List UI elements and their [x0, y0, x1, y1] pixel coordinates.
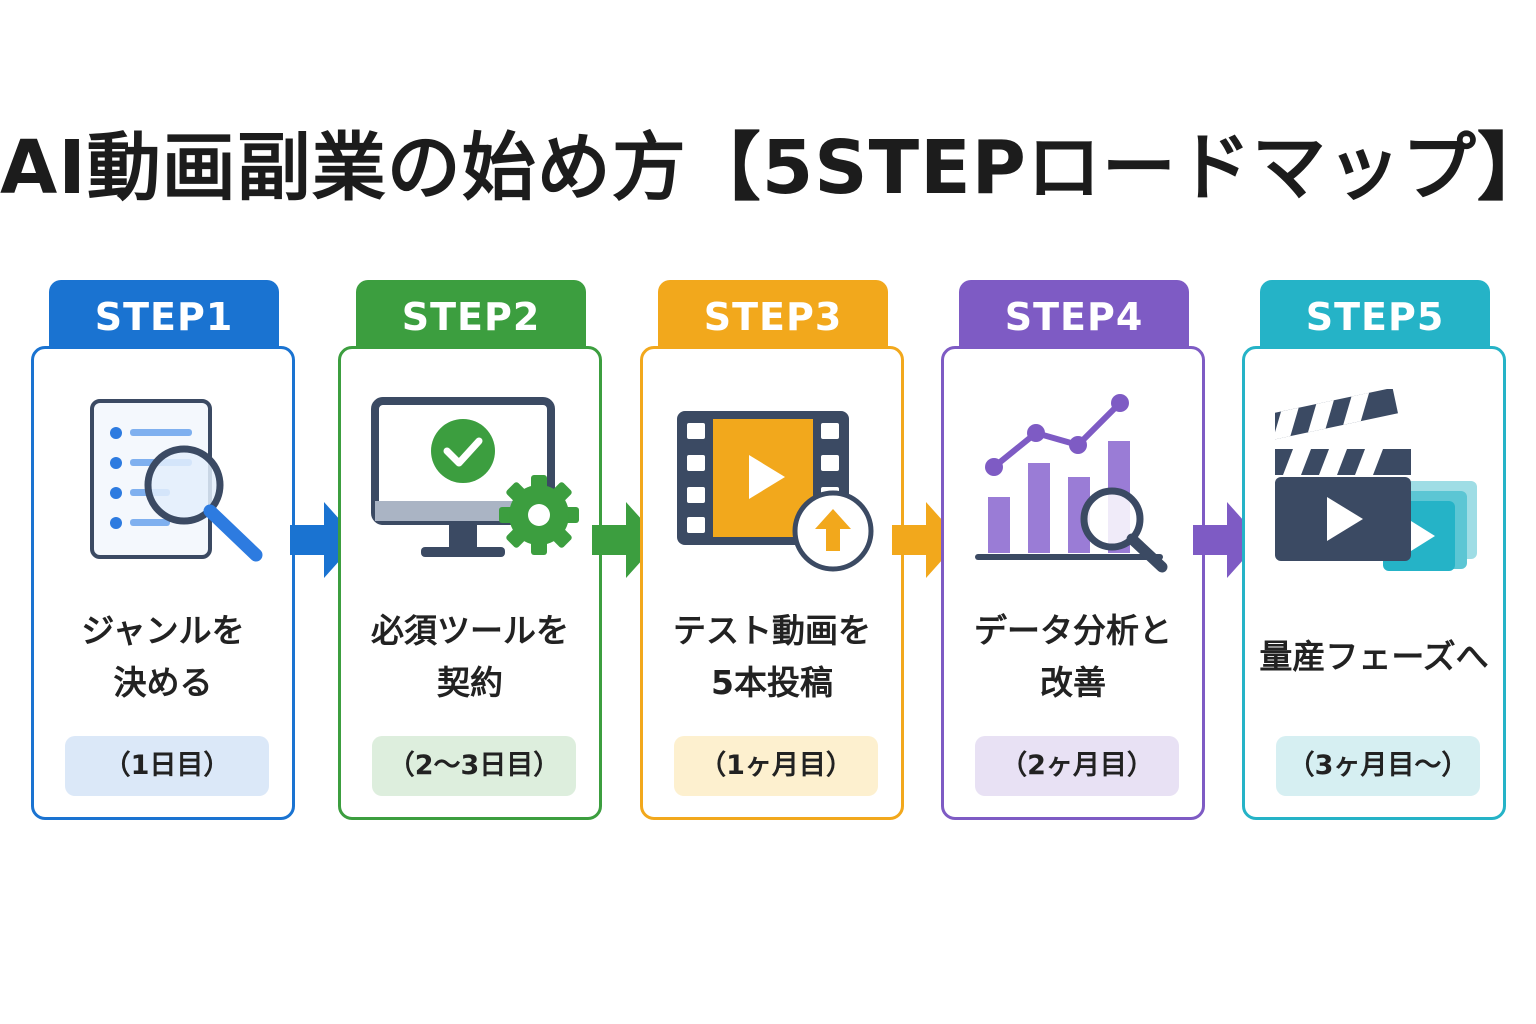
step-label-line1: 量産フェーズへ	[1259, 637, 1489, 676]
step-label-line2: 改善	[1040, 663, 1106, 702]
step-card: 量産フェーズへ （3ヶ月目〜）	[1242, 346, 1506, 820]
step-tab: STEP5	[1260, 280, 1490, 348]
step-card: データ分析と 改善 （2ヶ月目）	[941, 346, 1205, 820]
step-label-line2: 5本投稿	[711, 663, 833, 702]
step-label: ジャンルを 決める	[34, 605, 292, 709]
step-card: ジャンルを 決める （1日目）	[31, 346, 295, 820]
step-label: 量産フェーズへ	[1245, 631, 1503, 683]
step-label: テスト動画を 5本投稿	[643, 605, 901, 709]
document-search-icon	[64, 389, 274, 579]
step-label-line1: テスト動画を	[673, 611, 871, 650]
page-title: AI動画副業の始め方【5STEPロードマップ】	[0, 125, 1536, 211]
clapperboard-icon	[1275, 389, 1485, 579]
monitor-check-gear-icon	[371, 389, 581, 579]
step-label-line1: 必須ツールを	[371, 611, 569, 650]
step-timing: （1日目）	[65, 736, 269, 796]
step-label-line2: 契約	[437, 663, 503, 702]
step-timing: （2〜3日目）	[372, 736, 576, 796]
step-timing: （1ヶ月目）	[674, 736, 878, 796]
step-label-line2: 決める	[113, 663, 213, 702]
step-label: データ分析と 改善	[944, 605, 1202, 709]
video-upload-icon	[673, 389, 883, 579]
step-card: テスト動画を 5本投稿 （1ヶ月目）	[640, 346, 904, 820]
step-tab: STEP2	[356, 280, 586, 348]
step-card: 必須ツールを 契約 （2〜3日目）	[338, 346, 602, 820]
step-label-line1: ジャンルを	[81, 611, 245, 650]
step-label-line1: データ分析と	[974, 611, 1172, 650]
step-timing: （2ヶ月目）	[975, 736, 1179, 796]
step-tab: STEP1	[49, 280, 279, 348]
step-tab: STEP4	[959, 280, 1189, 348]
step-timing: （3ヶ月目〜）	[1276, 736, 1480, 796]
step-tab: STEP3	[658, 280, 888, 348]
chart-analysis-icon	[974, 389, 1184, 579]
step-label: 必須ツールを 契約	[341, 605, 599, 709]
